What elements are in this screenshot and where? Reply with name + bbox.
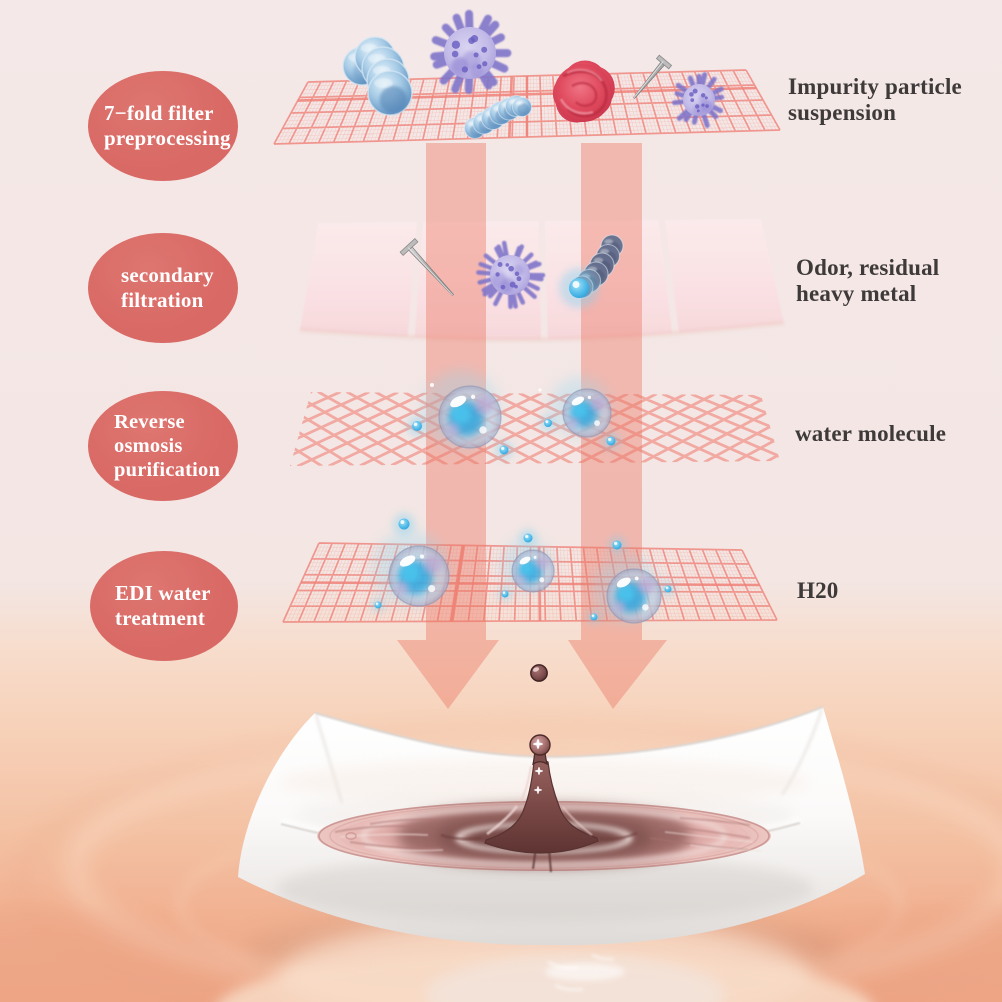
water-dot-icon <box>371 598 385 612</box>
badge-line: 7−fold filter <box>104 101 214 126</box>
label-h20: H20 <box>797 578 839 604</box>
label-water-molecule: water molecule <box>795 421 946 447</box>
nail-icon <box>399 238 455 296</box>
bacteria-helix-icon <box>463 94 533 140</box>
water-bubble-icon <box>500 539 555 593</box>
splash-crown <box>440 734 638 854</box>
step-badge-preprocessing: 7−fold filter preprocessing <box>88 71 238 181</box>
fabric-panel <box>664 219 784 333</box>
fabric-panel <box>300 222 417 337</box>
falling-droplet-icon <box>530 664 548 682</box>
water-gloss-2 <box>547 953 615 992</box>
crown-side-sheet-left <box>440 833 483 841</box>
fabric-layer-2 <box>299 219 785 342</box>
label-line: Odor, residual <box>796 255 940 280</box>
badge-line: treatment <box>115 606 206 630</box>
label-line: suspension <box>788 100 897 125</box>
water-bubble-icon <box>421 370 502 449</box>
label-line: Impurity particle <box>788 74 962 99</box>
badge-line: secondary <box>121 263 214 288</box>
badge-line: purification <box>114 459 221 482</box>
label-line: heavy metal <box>796 281 917 306</box>
water-dot-icon <box>498 587 512 601</box>
contaminants-layer-2 <box>399 234 624 309</box>
water-bubble-icon <box>372 531 450 607</box>
virus-icon <box>430 9 512 94</box>
badge-line: EDI water <box>115 581 211 606</box>
virus-icon <box>672 72 725 128</box>
impurity-particles-layer-1 <box>342 9 725 140</box>
virus-icon <box>476 240 546 309</box>
nail-icon <box>632 54 673 99</box>
step-badge-reverse-osmosis: Reverse osmosis purification <box>88 391 238 501</box>
crown-body <box>484 759 599 854</box>
step-badge-edi-treatment: EDI water treatment <box>90 551 238 661</box>
label-odor-heavy-metal: Odor, residual heavy metal <box>796 255 939 307</box>
crown-highlights <box>486 739 593 836</box>
red-particle-icon <box>552 60 615 123</box>
water-dot-icon <box>661 582 675 596</box>
step-badge-secondary-filtration: secondary filtration <box>88 233 238 343</box>
bacteria-cluster-icon <box>342 36 413 116</box>
cyan-bacteria-tip-icon <box>559 268 599 308</box>
dish-rim <box>314 705 824 759</box>
water-dot-icon <box>540 415 556 431</box>
water-dot-icon <box>587 610 601 624</box>
label-impurity-particle-suspension: Impurity particle suspension <box>788 74 962 126</box>
water-dot-icon <box>519 529 537 547</box>
water-molecules-layer-3 <box>407 370 620 459</box>
water-molecules-layer-4 <box>371 513 675 624</box>
water-bubble-icon <box>549 377 612 438</box>
crown-side-sheet-right <box>599 831 638 841</box>
water-bubble-icon <box>592 555 662 624</box>
badge-line: filtration <box>121 288 204 312</box>
label-line: H20 <box>797 578 839 603</box>
fabric-panel <box>414 221 541 340</box>
label-line: water molecule <box>795 421 947 446</box>
fabric-panel <box>544 219 673 340</box>
water-dot-icon <box>407 416 427 436</box>
dish-front-shade <box>277 854 813 922</box>
water-dot-icon <box>495 441 513 459</box>
water-dot-icon <box>602 432 620 450</box>
badge-line: preprocessing <box>104 126 231 150</box>
water-dot-icon <box>608 536 626 554</box>
pool-ripple-streaks <box>334 817 763 852</box>
badge-line: osmosis <box>114 434 183 457</box>
water-dot-icon <box>393 513 415 535</box>
badge-line: Reverse <box>114 410 185 433</box>
